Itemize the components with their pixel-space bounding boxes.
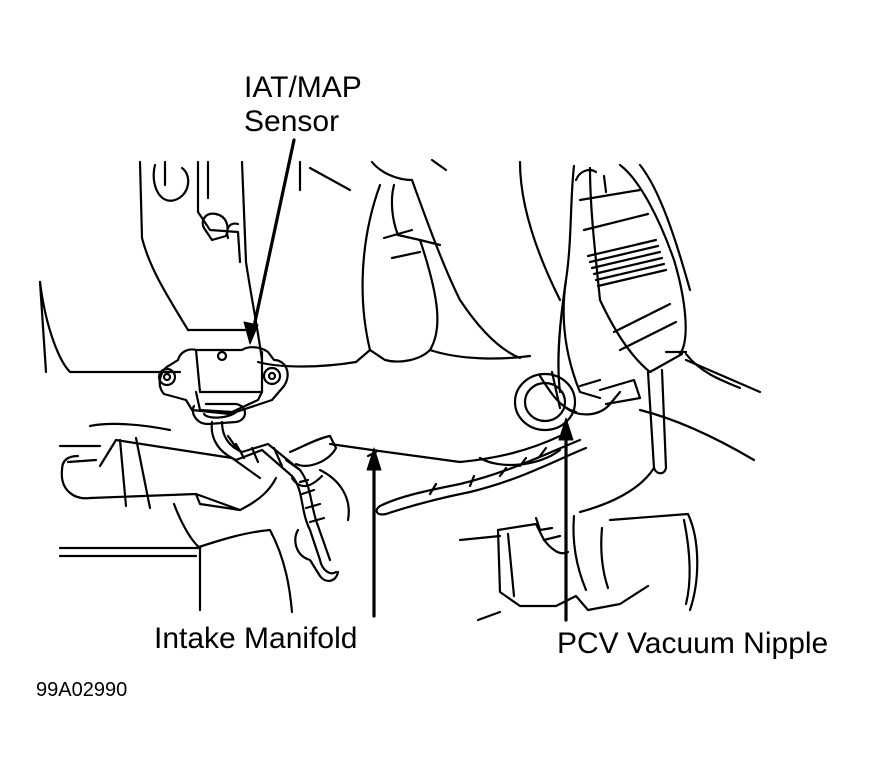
pcv-hose bbox=[557, 163, 692, 400]
iat-map-sensor-label-line1: IAT/MAP bbox=[244, 71, 362, 104]
right-side-components bbox=[458, 352, 762, 622]
pcv-valve-assembly bbox=[513, 370, 642, 432]
leader-arrowheads bbox=[243, 321, 574, 471]
iat-map-arrowhead bbox=[243, 321, 259, 345]
intake-manifold-runners bbox=[38, 158, 562, 374]
iat-map-sensor-label-line2: Sensor bbox=[244, 105, 340, 138]
iat-map-sensor bbox=[157, 346, 289, 426]
pcv-vacuum-nipple-label: PCV Vacuum Nipple bbox=[557, 627, 829, 660]
pcv-nipple-arrowhead bbox=[558, 417, 574, 441]
iat-map-leader-line bbox=[250, 138, 296, 338]
sensor-wiring-harness bbox=[210, 420, 350, 582]
figure-id: 99A02990 bbox=[36, 679, 128, 701]
intake-manifold-label: Intake Manifold bbox=[154, 622, 358, 655]
iat-map-sensor-label: IAT/MAP Sensor bbox=[244, 71, 362, 139]
main-wiring-harness bbox=[328, 434, 588, 516]
leader-lines bbox=[250, 138, 568, 622]
intake-manifold-arrowhead bbox=[366, 447, 382, 471]
lower-hoses bbox=[58, 422, 294, 614]
